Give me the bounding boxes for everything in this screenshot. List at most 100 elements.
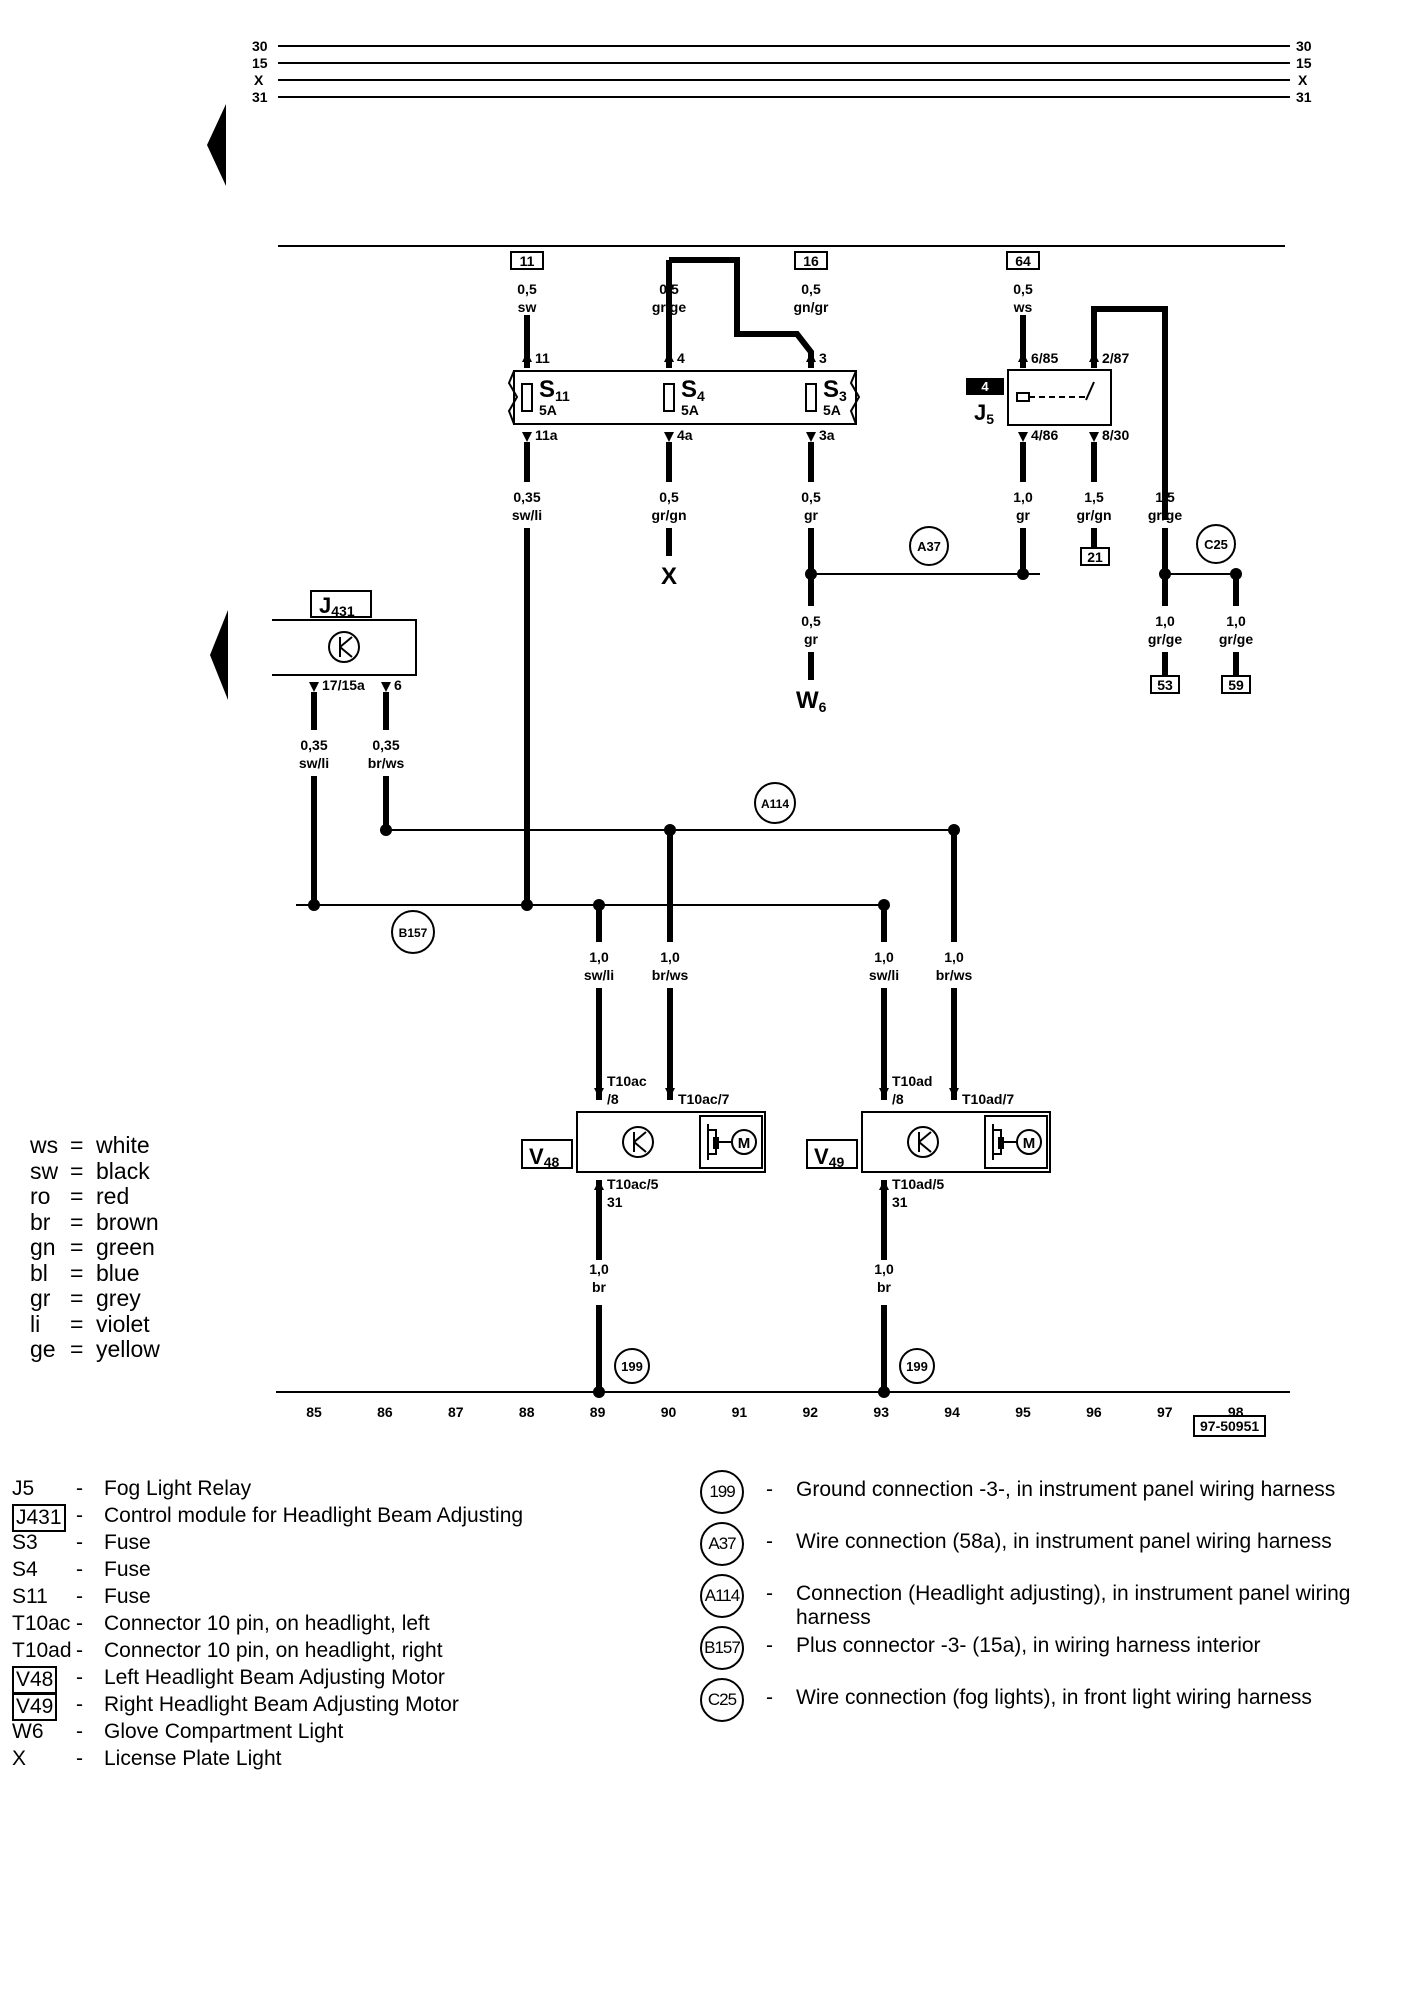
track-number: 91 xyxy=(732,1404,748,1420)
pin-6-85: 6/85 xyxy=(1031,350,1058,366)
pin-3a: 3a xyxy=(819,427,835,443)
fuse-s3-rating: 5A xyxy=(823,402,841,418)
svg-text:64: 64 xyxy=(1015,253,1031,269)
color-key-row: gr=grey xyxy=(30,1285,160,1312)
equals-sign: = xyxy=(70,1208,84,1235)
motor-v49: V49 M xyxy=(806,1111,1051,1173)
color-name: green xyxy=(96,1234,155,1260)
relay-j5: 4 J5 xyxy=(966,369,1112,427)
track-number: 86 xyxy=(377,1404,393,1420)
wire-fog-left-gauge: 1,0 xyxy=(1155,613,1175,629)
legend-dash: - xyxy=(76,1531,83,1554)
wire-v49-ground-gauge: 1,0 xyxy=(874,1261,894,1277)
color-key-row: ws=white xyxy=(30,1132,160,1159)
wire-s4-out-color: gr/gn xyxy=(652,507,687,523)
svg-text:11: 11 xyxy=(520,253,535,269)
legend-text: License Plate Light xyxy=(104,1747,282,1770)
fuse-s3-id: S3 xyxy=(823,376,847,404)
wire-v49-right-color: br/ws xyxy=(936,967,973,983)
legend-code: S3 xyxy=(12,1531,38,1554)
legend-dash: - xyxy=(766,1686,773,1709)
track-number: 95 xyxy=(1015,1404,1031,1420)
pin-8-30: 8/30 xyxy=(1102,427,1129,443)
legend-text: Glove Compartment Light xyxy=(104,1720,344,1743)
color-code: li xyxy=(30,1310,41,1337)
svg-text:V49: V49 xyxy=(814,1144,844,1170)
dest-x: X xyxy=(661,563,677,590)
equals-sign: = xyxy=(70,1259,84,1286)
track-number: 88 xyxy=(519,1404,535,1420)
wire-j431-a-color: sw/li xyxy=(299,755,329,771)
wire-v48-ground-color: br xyxy=(592,1279,607,1295)
connection-symbol: A114 xyxy=(700,1574,744,1618)
color-code: sw xyxy=(30,1157,59,1184)
color-name: brown xyxy=(96,1208,159,1235)
bus-label-31-right: 31 xyxy=(1296,89,1312,105)
track-number: 96 xyxy=(1086,1404,1102,1420)
legend-text: Ground connection -3-, in instrument pan… xyxy=(796,1478,1336,1501)
color-key-row: ge=yellow xyxy=(30,1336,160,1363)
legend-text: Connection (Headlight adjusting), in ins… xyxy=(796,1582,1351,1629)
equals-sign: = xyxy=(70,1310,84,1337)
wire-s11-in-gauge: 0,5 xyxy=(517,281,537,297)
fuse-s4-symbol xyxy=(663,383,675,412)
wire-j5-287-gauge: 1,5 xyxy=(1155,489,1175,505)
legend-code: J431 xyxy=(12,1504,66,1532)
pin-11: 11 xyxy=(535,350,550,366)
legend-code: V49 xyxy=(12,1693,58,1721)
color-name: blue xyxy=(96,1259,140,1286)
svg-text:M: M xyxy=(1023,1135,1036,1152)
wire-v48-right-color: br/ws xyxy=(652,967,689,983)
track-number: 94 xyxy=(944,1404,960,1420)
wire-s3-in-gauge: 0,5 xyxy=(801,281,821,297)
legend-text: Fog Light Relay xyxy=(104,1477,252,1500)
legend-code: S11 xyxy=(12,1585,48,1608)
fuse-s11-rating: 5A xyxy=(539,402,557,418)
pin-t10ac-8: /8 xyxy=(607,1091,619,1107)
legend-code: X xyxy=(12,1747,27,1770)
legend-text: Wire connection (fog lights), in front l… xyxy=(796,1686,1312,1709)
bus-label-15-left: 15 xyxy=(252,55,268,71)
fuse-s11-id: S11 xyxy=(539,376,570,404)
equals-sign: = xyxy=(70,1157,84,1184)
legend-dash: - xyxy=(76,1612,83,1635)
bus-label-30-right: 30 xyxy=(1296,38,1312,54)
wire-v48-left-color: sw/li xyxy=(584,967,614,983)
terminal-21: 21 xyxy=(1080,547,1110,566)
legend-dash: - xyxy=(766,1634,773,1657)
wire-fog-left-color: gr/ge xyxy=(1148,631,1182,647)
pin-11a: 11a xyxy=(535,427,558,443)
pin-t10ad-top: T10ad xyxy=(892,1073,932,1089)
connection-symbol: C25 xyxy=(700,1678,744,1722)
track-number: 97 xyxy=(1157,1404,1173,1420)
track-number: 87 xyxy=(448,1404,464,1420)
color-code: ws xyxy=(30,1132,59,1158)
wire-w6-gauge: 0,5 xyxy=(801,613,821,629)
wire-s4-out-gauge: 0,5 xyxy=(659,489,679,505)
legend-dash: - xyxy=(76,1693,83,1716)
terminal-64: 64 xyxy=(1006,251,1040,270)
equals-sign: = xyxy=(70,1234,84,1260)
wire-v48-left-gauge: 1,0 xyxy=(589,949,609,965)
color-code: gr xyxy=(30,1285,51,1311)
track-number: 85 xyxy=(306,1404,322,1420)
svg-text:C25: C25 xyxy=(1204,537,1228,552)
equals-sign: = xyxy=(70,1183,84,1209)
legend-text: Connector 10 pin, on headlight, left xyxy=(104,1612,430,1635)
color-code: br xyxy=(30,1208,51,1235)
pin-2-87: 2/87 xyxy=(1102,350,1129,366)
track-number: 89 xyxy=(590,1404,606,1420)
color-key-row: br = brown xyxy=(30,1208,160,1236)
svg-text:199: 199 xyxy=(906,1359,928,1374)
wire-s3-out-color: gr xyxy=(804,507,819,523)
connection-symbol: 199 xyxy=(700,1470,744,1514)
fuse-s4-id: S4 xyxy=(681,376,705,404)
track-number: 92 xyxy=(803,1404,819,1420)
bus-label-x-right: X xyxy=(1298,72,1308,88)
color-name: violet xyxy=(96,1310,150,1337)
wire-s11-out-color: sw/li xyxy=(512,507,542,523)
legend-code: S4 xyxy=(12,1558,38,1581)
svg-text:A114: A114 xyxy=(761,797,789,811)
track-number: 93 xyxy=(873,1404,889,1420)
legend-dash: - xyxy=(76,1747,83,1770)
